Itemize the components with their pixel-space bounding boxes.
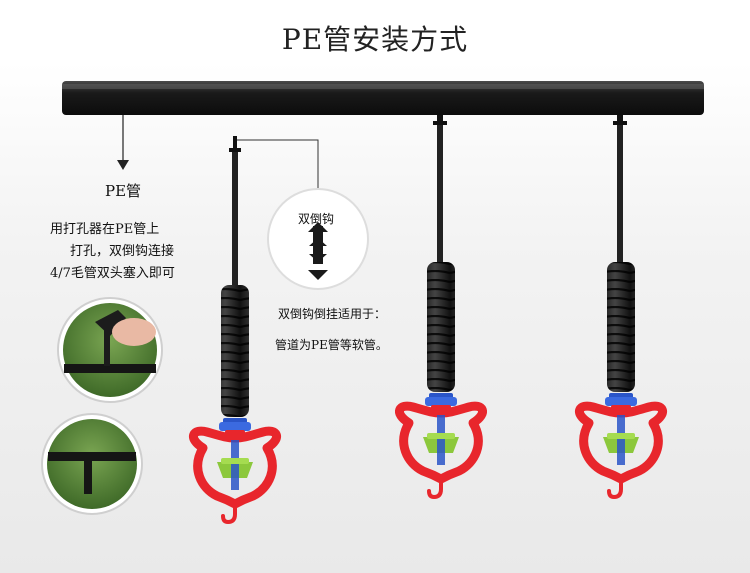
hanging-sprinkler-3: [579, 115, 662, 497]
photo-tee-connector: [41, 413, 143, 515]
pe-pipe-label: PE管: [105, 182, 142, 200]
instruction-line-3: 4/7毛管双头塞入即可: [50, 266, 175, 281]
double-hook-label: 双倒钩: [298, 212, 335, 226]
photo-punch-tool: [57, 297, 163, 403]
pe-pointer-arrowhead: [117, 160, 129, 170]
hanging-sprinkler-2: [399, 115, 482, 497]
main-pe-pipe: [62, 81, 704, 115]
instruction-line-2: 打孔，双倒钩连接: [70, 244, 175, 259]
hanging-sprinkler-1: [193, 136, 276, 522]
sleeve-weight-1: [221, 285, 249, 417]
hook-callout-line: [236, 139, 319, 190]
pipe-type-label: 管道为PE管等软管。: [275, 338, 388, 352]
instruction-line-1: 用打孔器在PE管上: [50, 222, 160, 237]
sleeve-weight-2: [427, 262, 455, 392]
applicable-label: 双倒钩倒挂适用于：: [278, 307, 387, 321]
double-barb-fitting: [308, 222, 328, 280]
sleeve-weight-3: [607, 262, 635, 392]
page-title: PE管安装方式: [281, 23, 469, 56]
